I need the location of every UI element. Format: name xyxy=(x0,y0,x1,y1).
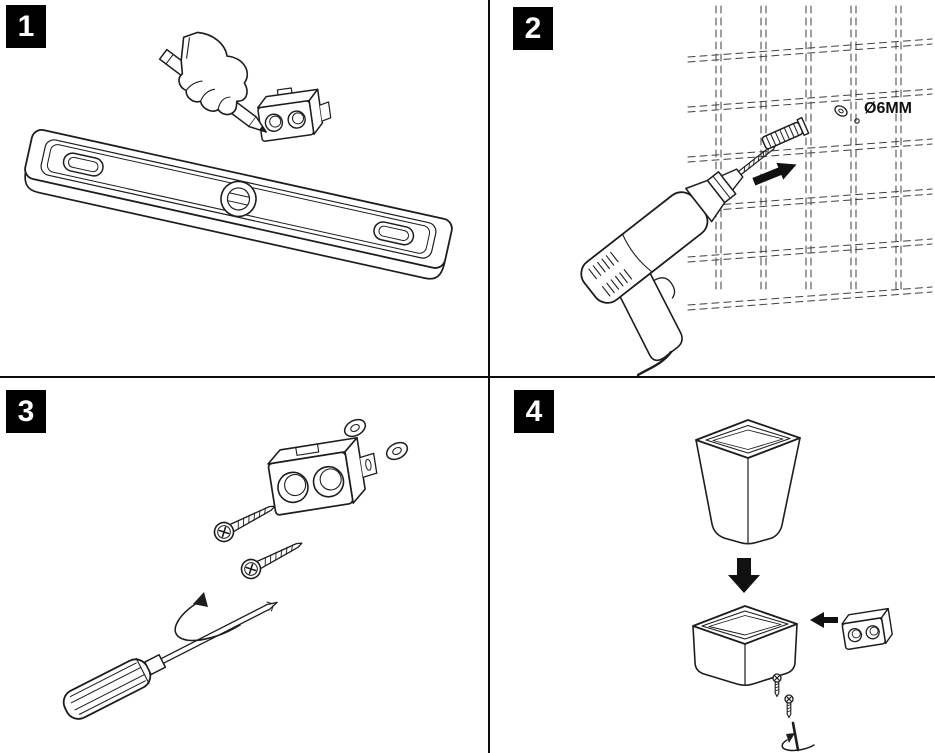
level-vial-window xyxy=(220,180,257,218)
wall-bracket xyxy=(256,87,332,142)
drill-bit xyxy=(737,144,775,176)
mounting-bracket xyxy=(267,436,378,516)
wall-plug xyxy=(761,116,810,150)
step-4-badge: 4 xyxy=(514,390,554,433)
step-3-badge: 3 xyxy=(6,390,46,433)
level-end-slot xyxy=(373,221,415,246)
drill-trigger xyxy=(653,277,676,299)
power-drill xyxy=(580,142,779,362)
washer xyxy=(834,105,848,117)
power-cable xyxy=(636,350,673,376)
down-arrow xyxy=(728,558,760,593)
step-1-panel: 1 xyxy=(0,0,488,376)
hole-diameter-label: Ø6MM xyxy=(864,100,912,117)
step-3-illustration xyxy=(62,415,411,720)
screw xyxy=(237,533,307,583)
bracket xyxy=(841,607,893,650)
insert-arrow xyxy=(752,162,797,186)
hand-outline xyxy=(178,31,249,116)
screwdriver-handle xyxy=(62,658,152,720)
horizontal-divider xyxy=(0,376,935,378)
washer xyxy=(383,438,411,464)
grub-screw xyxy=(784,694,794,719)
screwdriver xyxy=(62,601,278,720)
slide-arrow xyxy=(810,612,838,628)
step-2-badge: 2 xyxy=(513,7,553,50)
step-3-panel: 3 xyxy=(0,378,488,753)
step-4-illustration xyxy=(692,419,893,752)
bracket-bore xyxy=(312,465,345,498)
washer xyxy=(341,415,369,441)
drill-handle xyxy=(618,270,683,362)
step-1-badge: 1 xyxy=(6,5,46,48)
screw xyxy=(210,496,280,546)
bracket-bore xyxy=(277,471,309,504)
hand-with-pencil xyxy=(158,31,267,133)
screw-tip-dot xyxy=(854,118,860,124)
step-2-panel: 2 xyxy=(490,0,935,376)
level-end-slot xyxy=(62,152,104,177)
rotation-arrow xyxy=(174,592,241,642)
step-2-illustration: Ø6MM xyxy=(580,5,933,376)
holder xyxy=(692,605,798,687)
rotation-arrow xyxy=(786,733,795,743)
drill-vents xyxy=(588,251,619,280)
cup xyxy=(695,419,801,545)
screwdriver-shaft xyxy=(781,721,815,752)
step-1-illustration xyxy=(24,31,453,280)
pencil-tip xyxy=(259,125,267,133)
spirit-level xyxy=(24,129,453,280)
grub-screw xyxy=(772,673,782,698)
tile-wall-grid xyxy=(687,5,933,311)
step-4-panel: 4 xyxy=(490,378,935,753)
